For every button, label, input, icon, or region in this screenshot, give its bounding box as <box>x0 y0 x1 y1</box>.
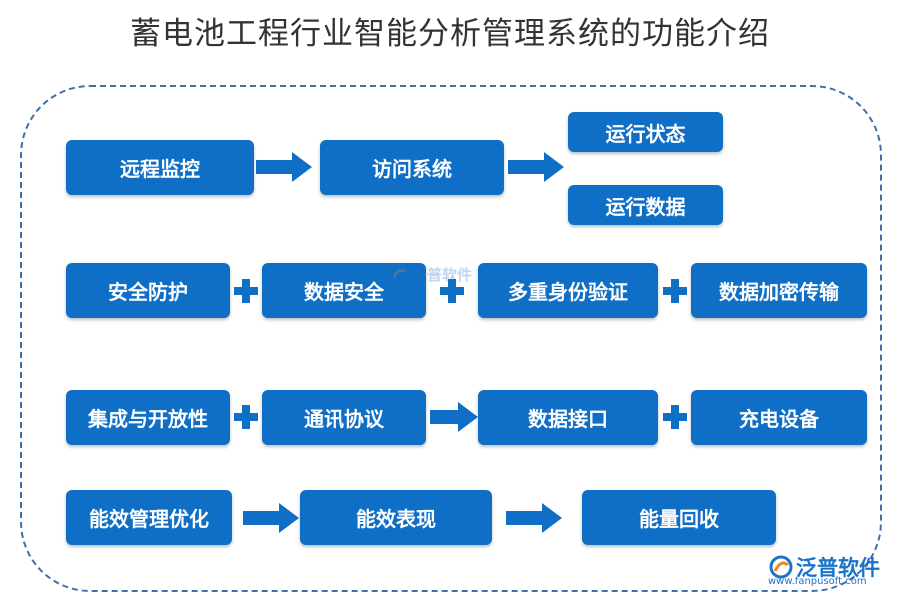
box-data-security: 数据安全 <box>262 263 426 318</box>
box-access-system: 访问系统 <box>320 140 504 195</box>
plus-icon <box>234 405 258 429</box>
dashed-frame <box>20 85 882 592</box>
arrow-icon <box>256 152 312 182</box>
diagram-title: 蓄电池工程行业智能分析管理系统的功能介绍 <box>130 16 770 52</box>
watermark: 泛普软件 <box>388 263 472 285</box>
box-encrypted-transfer: 数据加密传输 <box>691 263 867 318</box>
arrow-icon <box>506 503 562 533</box>
box-security-protection: 安全防护 <box>66 263 230 318</box>
arrow-icon <box>243 503 299 533</box>
logo-text: 泛普软件 <box>796 556 880 580</box>
box-multi-auth: 多重身份验证 <box>478 263 658 318</box>
brand-logo: 泛普软件 www.fanpusoft.com <box>768 552 880 587</box>
box-charging-equipment: 充电设备 <box>691 390 867 445</box>
box-energy-performance: 能效表现 <box>300 490 492 545</box>
logo-url: www.fanpusoft.com <box>768 576 867 587</box>
logo-icon <box>769 555 793 579</box>
plus-icon <box>440 279 464 303</box>
arrow-icon <box>508 152 564 182</box>
box-integration-openness: 集成与开放性 <box>66 390 230 445</box>
box-running-data: 运行数据 <box>568 185 723 225</box>
plus-icon <box>663 405 687 429</box>
box-communication-protocol: 通讯协议 <box>262 390 426 445</box>
box-running-status: 运行状态 <box>568 112 723 152</box>
box-energy-recovery: 能量回收 <box>582 490 776 545</box>
box-data-interface: 数据接口 <box>478 390 658 445</box>
plus-icon <box>234 279 258 303</box>
box-energy-management: 能效管理优化 <box>66 490 232 545</box>
watermark-text: 泛普软件 <box>412 265 473 284</box>
logo-icon <box>388 263 410 285</box>
arrow-icon <box>430 402 478 432</box>
plus-icon <box>663 279 687 303</box>
box-remote-monitoring: 远程监控 <box>66 140 254 195</box>
